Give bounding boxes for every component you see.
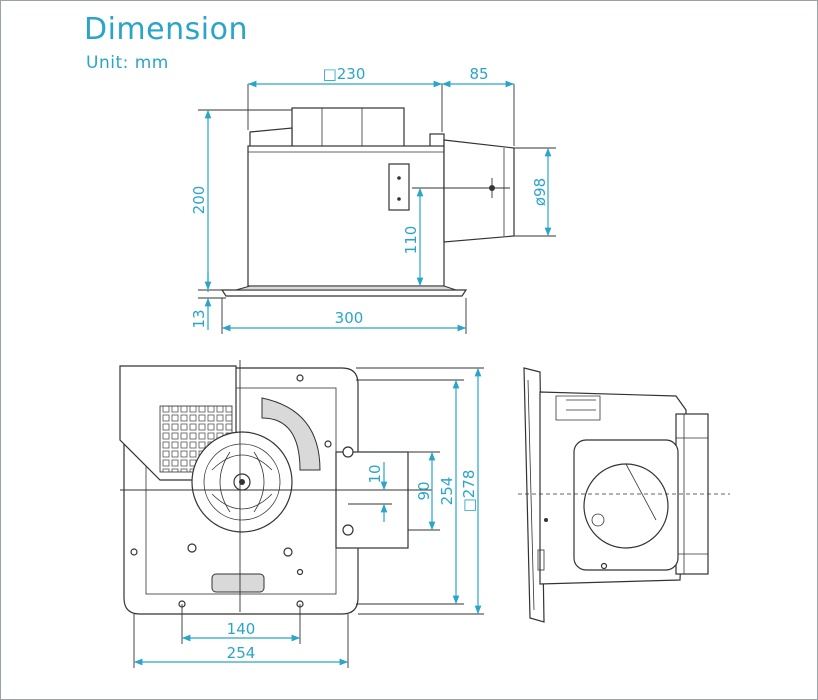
bracket-left xyxy=(249,127,293,149)
unit-label: Unit: mm xyxy=(86,53,169,73)
dim-duct-center-height: 110 xyxy=(402,226,420,255)
dim-duct-length: 85 xyxy=(469,65,488,83)
page-title: Dimension xyxy=(84,12,248,47)
plan-view xyxy=(119,360,484,668)
motor-block xyxy=(291,107,405,149)
housing xyxy=(247,145,445,287)
dim-outlet-offset: 10 xyxy=(366,464,384,483)
dim-mount-spacing: 140 xyxy=(227,620,256,638)
ceiling-panel xyxy=(220,289,468,297)
dim-panel-depth: □278 xyxy=(460,470,478,513)
dim-duct-diameter: ø98 xyxy=(531,178,549,206)
dim-body-depth: 254 xyxy=(438,477,456,506)
dim-panel-width: 300 xyxy=(335,309,364,327)
dim-height: 200 xyxy=(190,186,208,215)
damper xyxy=(261,397,321,471)
dim-panel-thickness: 13 xyxy=(190,309,208,328)
dim-body-width: 254 xyxy=(227,644,256,662)
end-view xyxy=(518,367,730,623)
label-plate xyxy=(388,163,410,211)
handle xyxy=(211,573,265,593)
duct-outlet xyxy=(443,139,515,243)
end-outlet-circle xyxy=(583,463,669,549)
side-view xyxy=(198,80,556,334)
dim-outlet-height: 90 xyxy=(415,481,433,500)
dim-top-width: □230 xyxy=(323,65,366,83)
